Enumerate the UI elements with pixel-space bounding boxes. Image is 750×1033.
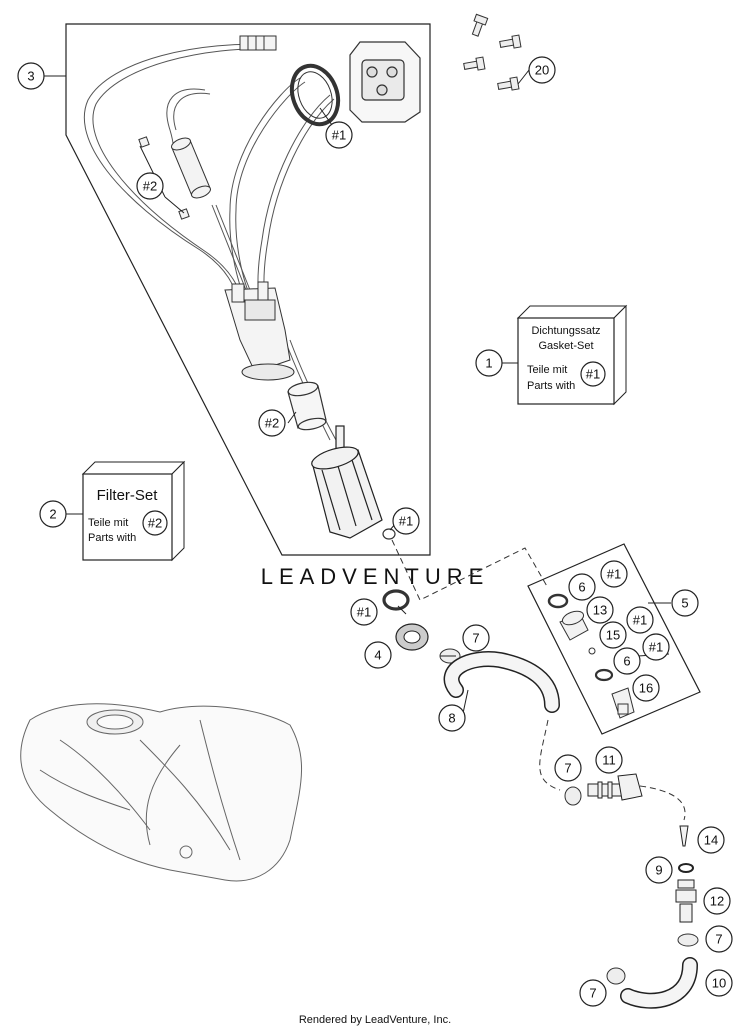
- routing-line: [391, 539, 686, 821]
- svg-text:8: 8: [448, 711, 455, 726]
- svg-text:#2: #2: [143, 179, 157, 194]
- callout-5: 5: [671, 589, 699, 617]
- svg-text:7: 7: [472, 631, 479, 646]
- gasket-box-line1: Dichtungssatz: [531, 325, 600, 337]
- gasket-box-line2: Gasket-Set: [538, 340, 593, 352]
- callout-7c: 7: [705, 925, 733, 953]
- callout-2: 2: [39, 500, 67, 528]
- callout-8: 8: [438, 704, 466, 732]
- fuel-pump: [311, 425, 383, 539]
- svg-text:15: 15: [606, 628, 620, 643]
- svg-text:1: 1: [485, 356, 492, 371]
- svg-text:#1: #1: [357, 605, 371, 620]
- callout-16: 16: [632, 674, 660, 702]
- pin: [679, 825, 689, 847]
- callout-hash1-e: #1: [600, 560, 628, 588]
- svg-text:16: 16: [639, 681, 653, 696]
- svg-text:#2: #2: [265, 416, 279, 431]
- connector-kit-frame: [527, 543, 701, 735]
- svg-text:11: 11: [602, 753, 616, 768]
- svg-text:#1: #1: [586, 367, 600, 382]
- callout-6b: 6: [613, 647, 641, 675]
- footer-credit: Rendered by LeadVenture, Inc.: [298, 1014, 452, 1026]
- callout-hash1-a: #1: [325, 121, 353, 149]
- hose-clamps: [439, 648, 699, 985]
- gasket-box-line4: Parts with: [527, 380, 575, 392]
- pump-flange: [349, 41, 421, 123]
- inline-fuel-filter: [138, 136, 211, 220]
- callout-hash1-b: #1: [580, 361, 606, 387]
- harness-connector: [239, 35, 277, 51]
- callout-hash2-b: #2: [258, 409, 286, 437]
- filter-set-box: Filter-Set Teile mit Parts with: [66, 460, 186, 562]
- callout-7a: 7: [462, 624, 490, 652]
- callout-hash2-a: #2: [136, 172, 164, 200]
- svg-text:#1: #1: [649, 640, 663, 655]
- seal-parts: [382, 589, 429, 651]
- filter-box-line1: Teile mit: [88, 517, 128, 529]
- fuel-hose-8: [443, 651, 560, 713]
- svg-text:12: 12: [710, 894, 724, 909]
- svg-text:14: 14: [704, 833, 718, 848]
- filter-sleeve: [287, 381, 327, 431]
- callout-10: 10: [705, 969, 733, 997]
- callout-11: 11: [595, 746, 623, 774]
- connector-kit-parts: [547, 593, 635, 719]
- callout-14: 14: [697, 826, 725, 854]
- svg-text:#1: #1: [607, 567, 621, 582]
- gasket-set-box: Dichtungssatz Gasket-Set Teile mit Parts…: [502, 304, 628, 406]
- callouts: 1 2 3 4 5 6 6 7 7 7 7 8 9 10 11 12 13 14…: [17, 56, 733, 1007]
- watermark-text: LEADVENTURE: [261, 564, 490, 589]
- svg-text:#1: #1: [399, 514, 413, 529]
- pressure-regulator: [224, 281, 295, 381]
- svg-text:7: 7: [564, 761, 571, 776]
- callout-hash1-g: #1: [642, 633, 670, 661]
- svg-text:#2: #2: [148, 516, 162, 531]
- callout-7b: 7: [554, 754, 582, 782]
- callout-12: 12: [703, 887, 731, 915]
- flange-bolts: [463, 13, 522, 91]
- callout-6a: 6: [568, 573, 596, 601]
- callout-3: 3: [17, 62, 45, 90]
- pump-o-ring: [382, 528, 396, 540]
- callout-9: 9: [645, 856, 673, 884]
- fuel-hose-10: [620, 957, 698, 1009]
- callout-7d: 7: [579, 979, 607, 1007]
- filter-box-line2: Parts with: [88, 532, 136, 544]
- callout-hash1-f: #1: [626, 606, 654, 634]
- svg-text:#1: #1: [332, 128, 346, 143]
- svg-text:#1: #1: [633, 613, 647, 628]
- nipple-assembly: [675, 863, 697, 923]
- flange-gasket: [289, 63, 341, 127]
- pump-assembly-frame: [44, 23, 431, 556]
- svg-text:9: 9: [655, 863, 662, 878]
- callout-hash2-c: #2: [142, 510, 168, 536]
- svg-text:6: 6: [623, 654, 630, 669]
- quick-connector: [587, 773, 643, 801]
- svg-text:7: 7: [589, 986, 596, 1001]
- gasket-box-line3: Teile mit: [527, 364, 567, 376]
- callout-hash1-c: #1: [392, 507, 420, 535]
- svg-text:10: 10: [712, 976, 726, 991]
- callout-15: 15: [599, 621, 627, 649]
- svg-text:2: 2: [49, 507, 56, 522]
- callout-20: 20: [528, 56, 556, 84]
- svg-text:5: 5: [681, 596, 688, 611]
- callout-hash1-d: #1: [350, 598, 378, 626]
- callout-4: 4: [364, 641, 392, 669]
- watermark: LEADVENTURE: [261, 564, 490, 589]
- fuel-tank: [20, 703, 303, 882]
- wiring-harness: [83, 43, 337, 441]
- filter-box-title: Filter-Set: [97, 487, 159, 504]
- callout-1: 1: [475, 349, 503, 377]
- svg-text:20: 20: [535, 63, 549, 78]
- svg-text:6: 6: [578, 580, 585, 595]
- svg-text:3: 3: [27, 69, 34, 84]
- svg-text:13: 13: [593, 603, 607, 618]
- callout-13: 13: [586, 596, 614, 624]
- svg-text:7: 7: [715, 932, 722, 947]
- svg-text:4: 4: [374, 648, 381, 663]
